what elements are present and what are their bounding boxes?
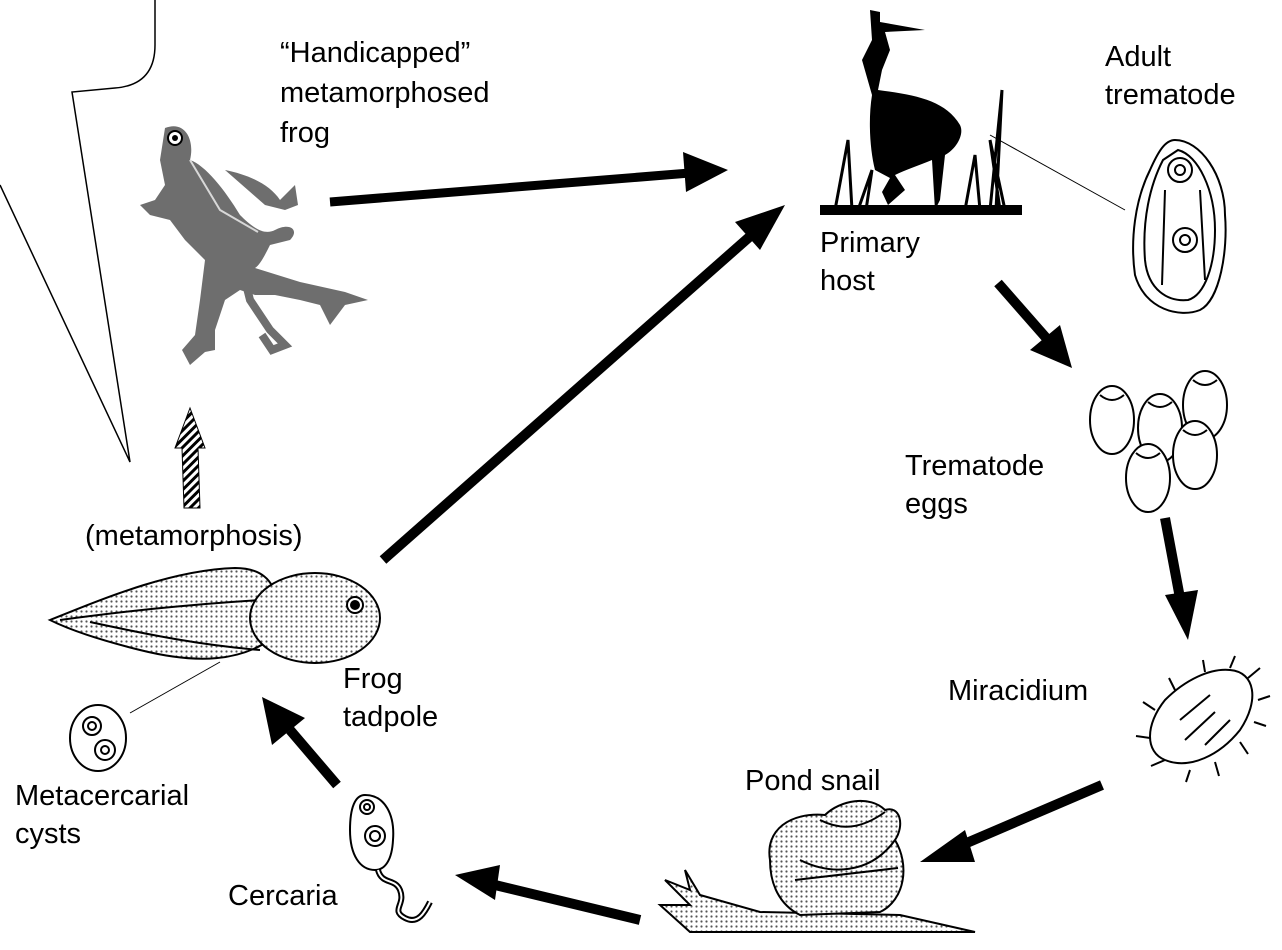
arrow-cercaria-to-tadpole bbox=[262, 697, 337, 785]
svg-text:Metacercarial: Metacercarial bbox=[15, 780, 189, 812]
lifecycle-arrows bbox=[262, 152, 1198, 920]
speech-bubble-outline bbox=[0, 0, 155, 462]
miracidium-label: Miracidium bbox=[948, 675, 1088, 707]
svg-text:Trematode: Trematode bbox=[905, 450, 1044, 482]
svg-text:metamorphosed: metamorphosed bbox=[280, 77, 490, 109]
svg-text:Adult: Adult bbox=[1105, 41, 1171, 73]
frog-icon bbox=[140, 126, 368, 365]
cercaria-icon bbox=[350, 795, 430, 920]
arrow-eggs-to-miracidium bbox=[1165, 518, 1198, 640]
arrow-snail-to-cercaria bbox=[455, 865, 640, 920]
arrow-frog-to-host bbox=[330, 152, 728, 202]
svg-text:host: host bbox=[820, 265, 875, 297]
heron-icon bbox=[820, 10, 1022, 210]
tadpole-icon bbox=[50, 568, 380, 663]
cyst-pointer-line bbox=[130, 662, 220, 713]
arrow-tadpole-to-host bbox=[383, 205, 785, 560]
pond-snail-icon bbox=[660, 801, 975, 932]
svg-text:Frog: Frog bbox=[343, 663, 403, 695]
cercaria-label: Cercaria bbox=[228, 880, 338, 912]
adult-trematode-label: Adult trematode bbox=[1105, 41, 1236, 111]
arrow-miracidium-to-snail bbox=[920, 785, 1102, 862]
adult-trematode-icon bbox=[1133, 140, 1225, 313]
arrow-host-to-eggs bbox=[998, 283, 1072, 368]
metamorphosis-arrow bbox=[175, 408, 205, 508]
miracidium-icon bbox=[1136, 656, 1270, 782]
svg-text:cysts: cysts bbox=[15, 818, 81, 850]
trematode-pointer-line bbox=[990, 135, 1125, 210]
svg-text:trematode: trematode bbox=[1105, 79, 1236, 111]
svg-text:frog: frog bbox=[280, 117, 330, 149]
pond-snail-label: Pond snail bbox=[745, 765, 880, 797]
svg-text:eggs: eggs bbox=[905, 488, 968, 520]
trematode-eggs-icon bbox=[1090, 371, 1227, 512]
metacercarial-cysts-icon bbox=[70, 705, 126, 771]
frog-tadpole-label: Frog tadpole bbox=[343, 663, 438, 733]
metamorphosis-label: (metamorphosis) bbox=[85, 520, 303, 552]
metacercarial-cysts-label: Metacercarial cysts bbox=[15, 780, 189, 850]
svg-text:tadpole: tadpole bbox=[343, 701, 438, 733]
primary-host-label: Primary host bbox=[820, 227, 920, 297]
svg-text:“Handicapped”: “Handicapped” bbox=[280, 37, 470, 69]
svg-text:Primary: Primary bbox=[820, 227, 920, 259]
frog-label: “Handicapped” metamorphosed frog bbox=[280, 37, 490, 149]
trematode-eggs-label: Trematode eggs bbox=[905, 450, 1044, 520]
